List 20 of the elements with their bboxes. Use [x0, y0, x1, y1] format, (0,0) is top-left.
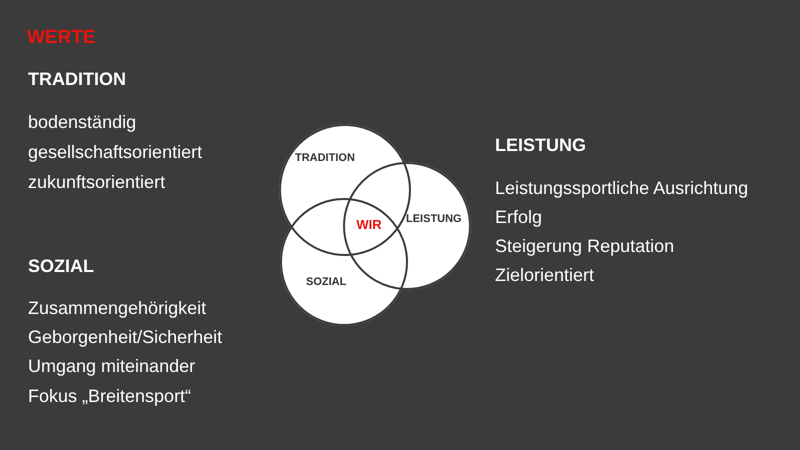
value-text: gesellschaftsorientiert — [28, 141, 202, 163]
value-text: Leistungssportliche Ausrichtung — [495, 177, 748, 199]
circle-label: TRADITION — [295, 152, 355, 165]
value-text: Erfolg — [495, 206, 542, 228]
value-text: Fokus „Breitensport“ — [28, 385, 192, 407]
value-text: bodenständig — [28, 111, 136, 133]
heading: SOZIAL — [28, 255, 94, 277]
center-label: WIR — [355, 217, 383, 233]
title: WERTE — [27, 27, 96, 49]
circle-label: SOZIAL — [306, 276, 346, 289]
value-text: Umgang miteinander — [28, 355, 196, 377]
heading: LEISTUNG — [495, 134, 586, 156]
venn-circle — [280, 198, 408, 326]
value-text: Geborgenheit/Sicherheit — [28, 326, 222, 348]
value-text: Zielorientiert — [495, 264, 594, 286]
value-text: Zusammengehörigkeit — [28, 297, 206, 319]
heading: TRADITION — [28, 68, 126, 90]
circle-label: LEISTUNG — [406, 213, 462, 226]
value-text: Steigerung Reputation — [495, 235, 674, 257]
value-text: zukunftsorientiert — [28, 171, 166, 193]
